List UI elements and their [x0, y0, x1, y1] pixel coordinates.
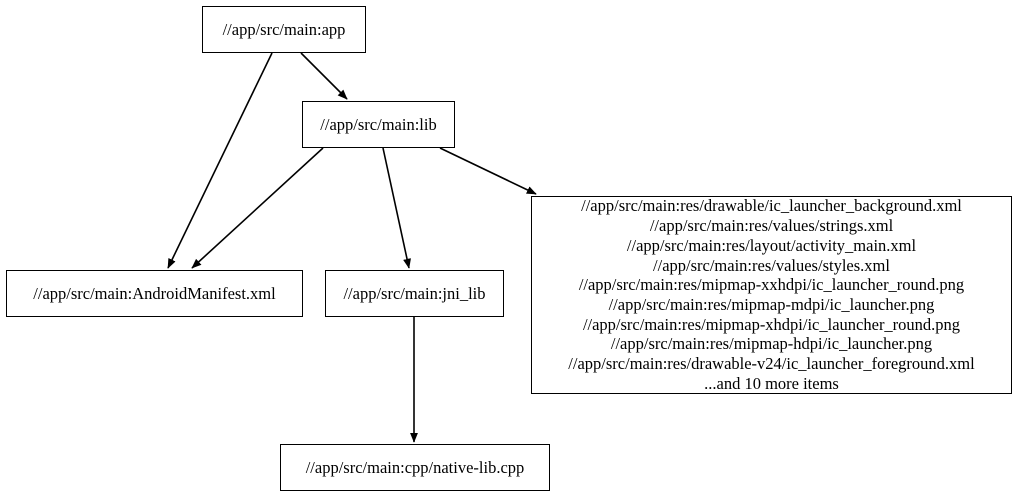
node-lib-label: //app/src/main:lib — [320, 114, 437, 134]
node-app[interactable]: //app/src/main:app — [202, 6, 366, 53]
edge-app-to-lib — [300, 52, 348, 100]
edge-lib-to-jni-lib — [382, 147, 411, 269]
edge-lib-to-res-bundle — [439, 147, 537, 195]
edge-app-to-manifest — [167, 52, 273, 269]
node-res-bundle[interactable]: //app/src/main:res/drawable/ic_launcher_… — [531, 196, 1012, 394]
edge-lib-to-manifest — [191, 147, 324, 269]
node-res-bundle-label: //app/src/main:res/drawable/ic_launcher_… — [568, 196, 975, 393]
node-android-manifest[interactable]: //app/src/main:AndroidManifest.xml — [6, 270, 303, 317]
node-android-manifest-label: //app/src/main:AndroidManifest.xml — [33, 283, 276, 303]
node-jni-lib-label: //app/src/main:jni_lib — [343, 283, 486, 303]
node-jni-lib[interactable]: //app/src/main:jni_lib — [325, 270, 504, 317]
node-app-label: //app/src/main:app — [222, 19, 346, 39]
node-native-lib-cpp-label: //app/src/main:cpp/native-lib.cpp — [305, 457, 525, 477]
node-native-lib-cpp[interactable]: //app/src/main:cpp/native-lib.cpp — [280, 444, 550, 491]
node-lib[interactable]: //app/src/main:lib — [302, 101, 455, 148]
